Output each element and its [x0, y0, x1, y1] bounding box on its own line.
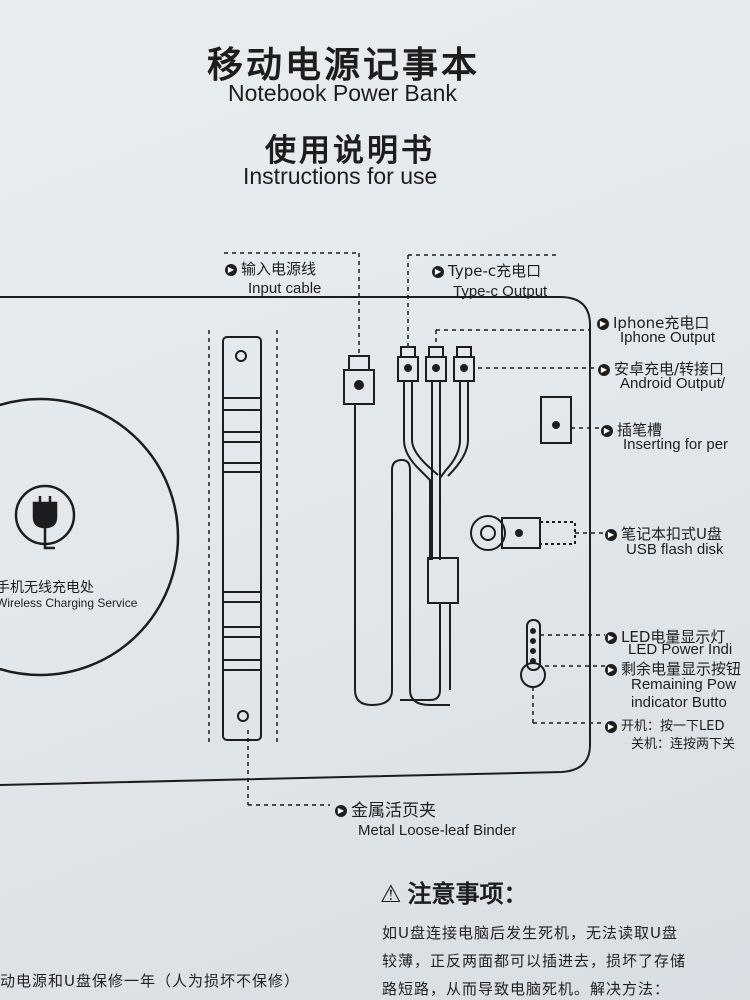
label-pen-en: Inserting for per: [623, 436, 729, 453]
subtitle-en: Instructions for use: [243, 163, 438, 189]
play-circle-icon: ▶: [605, 663, 617, 676]
notebook-outline: [0, 296, 591, 786]
label-typec-cn: ▶Type-c充电口: [432, 260, 541, 281]
pen-slot: [540, 396, 572, 444]
play-circle-icon: ▶: [601, 424, 613, 437]
play-circle-icon: ▶: [225, 263, 237, 276]
label-wireless-cn: 手机无线充电处: [0, 580, 94, 596]
led-indicator: [520, 619, 546, 688]
label-typec-en: Type-c Output: [453, 283, 548, 300]
warranty-note: 动电源和U盘保修一年（人为损坏不保修）: [0, 972, 300, 990]
notes-line-1: 如U盘连接电脑后发生死机，无法读取U盘: [382, 924, 678, 942]
label-iphone-en: Iphone Output: [620, 329, 716, 346]
label-remaining-cn: ▶剩余电量显示按钮: [605, 658, 741, 679]
play-circle-icon: ▶: [335, 805, 347, 817]
input-cable: [343, 355, 450, 707]
notes-line-3: 路短路，从而导致电脑死机。解决方法：: [382, 980, 671, 998]
label-binder-en: Metal Loose-leaf Binder: [358, 822, 517, 839]
label-remaining-en1: Remaining Pow: [631, 676, 737, 693]
title-en: Notebook Power Bank: [228, 80, 457, 106]
label-binder-cn: ▶金属活页夹: [335, 796, 436, 821]
label-led-cn: ▶LED电量显示灯: [605, 626, 725, 647]
label-input-cable-cn: ▶输入电源线: [225, 258, 316, 279]
play-circle-icon: ▶: [432, 265, 444, 278]
label-android-en: Android Output/: [620, 375, 726, 392]
notes-heading: ⚠注意事项：: [380, 880, 528, 908]
notes-line-2: 较薄，正反两面都可以插进去，损坏了存储: [382, 952, 687, 970]
label-android-cn: ▶安卓充电/转接口: [598, 358, 724, 379]
wireless-charging-circle: [0, 397, 180, 677]
play-circle-icon: ▶: [597, 317, 609, 330]
warning-triangle-icon: ⚠: [380, 880, 402, 908]
label-usb-en: USB flash disk: [626, 541, 724, 558]
label-wireless-en: Wireless Charging Service: [0, 596, 138, 610]
label-pen-cn: ▶插笔槽: [601, 419, 662, 440]
title-cn: 移动电源记事本: [207, 45, 481, 86]
play-circle-icon: ▶: [605, 631, 617, 644]
plug-icon: [14, 484, 76, 550]
label-input-cable-en: Input cable: [248, 280, 322, 297]
label-power-cn2: 关机：连按两下关: [631, 737, 736, 752]
play-circle-icon: ▶: [605, 720, 617, 733]
label-usb-cn: ▶笔记本扣式U盘: [605, 523, 722, 544]
usb-disk: [470, 515, 576, 551]
binder-strip: [222, 336, 262, 741]
label-led-en: LED Power Indi: [628, 641, 733, 658]
multi-cable: [397, 346, 475, 701]
label-iphone-cn: ▶Iphone充电口: [597, 312, 709, 333]
label-remaining-en2: indicator Butto: [631, 694, 727, 711]
subtitle-cn: 使用说明书: [265, 133, 435, 169]
play-circle-icon: ▶: [598, 363, 610, 376]
label-power-cn1: ▶开机：按一下LED: [605, 715, 724, 734]
play-circle-icon: ▶: [605, 528, 617, 541]
